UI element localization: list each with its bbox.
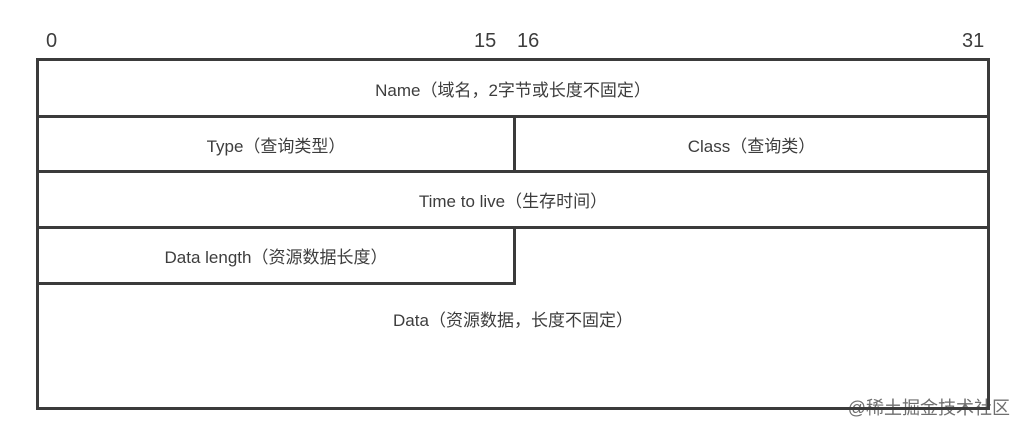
field-label-type: Type（查询类型） <box>206 136 346 156</box>
bit-label-0: 0 <box>46 30 58 52</box>
field-label-name: Name（域名，2字节或长度不固定） <box>375 80 651 100</box>
bit-label-16: 16 <box>517 30 540 52</box>
field-label-ttl: Time to live（生存时间） <box>418 192 608 211</box>
field-row-data: Data（资源数据，长度不固定） Data length（资源数据长度） <box>39 229 987 407</box>
field-label-data-length: Data length（资源数据长度） <box>164 248 388 267</box>
record-format-table: Name（域名，2字节或长度不固定） Type（查询类型） Class（查询类）… <box>36 58 990 410</box>
field-row-type-class: Type（查询类型） Class（查询类） <box>39 118 987 173</box>
field-cell-data-length: Data length（资源数据长度） <box>39 229 516 285</box>
field-label-class: Class（查询类） <box>687 136 816 156</box>
field-cell-type: Type（查询类型） <box>39 118 516 170</box>
bit-label-15: 15 <box>474 30 497 52</box>
field-row-ttl: Time to live（生存时间） <box>39 173 987 229</box>
field-cell-class: Class（查询类） <box>516 118 987 170</box>
field-row-name: Name（域名，2字节或长度不固定） <box>39 61 987 118</box>
field-label-data: Data（资源数据，长度不固定） <box>393 310 633 330</box>
field-cell-data: Data（资源数据，长度不固定） <box>39 229 987 407</box>
bit-label-31: 31 <box>962 30 985 52</box>
